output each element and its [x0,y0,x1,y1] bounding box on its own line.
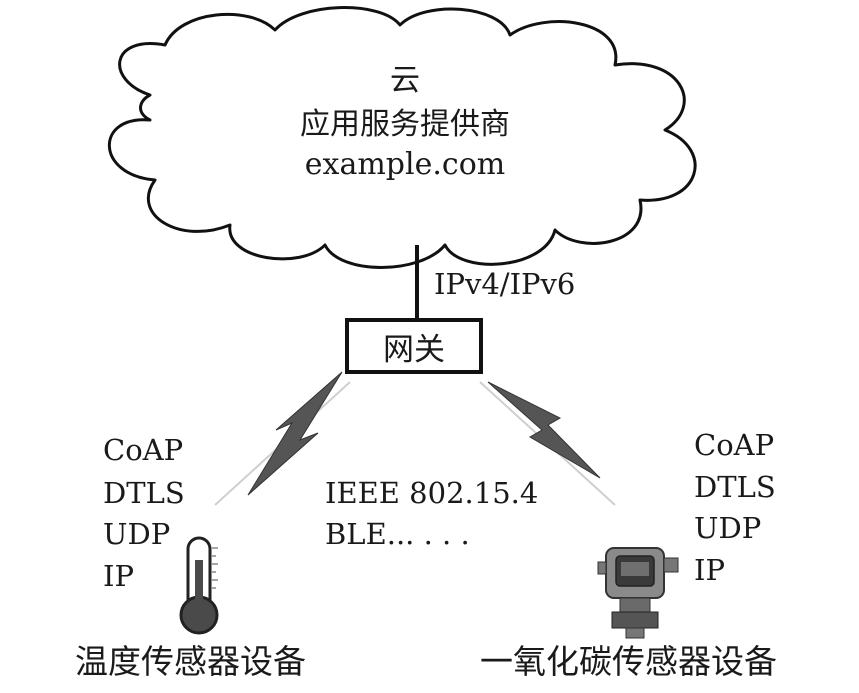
left-stack-ip: IP [103,559,134,593]
right-stack-dtls: DTLS [694,470,776,504]
left-stack-udp: UDP [103,517,171,551]
left-stack-coap: CoAP [103,433,184,467]
left-lightning-icon [247,371,343,496]
right-device-name: 一氧化碳传感器设备 [480,642,777,681]
gateway-box: 网关 [345,318,483,374]
cloud-shape [107,6,697,269]
right-stack-coap: CoAP [694,428,775,462]
uplink-label: IPv4/IPv6 [434,267,576,301]
gateway-label: 网关 [383,331,445,368]
wireless-ble-label: BLE... . . . [325,517,470,551]
cloud-title: 云 [390,63,420,98]
right-stack-ip: IP [694,553,725,587]
left-stack-dtls: DTLS [103,476,185,510]
right-stack-udp: UDP [694,511,762,545]
wireless-ieee-label: IEEE 802.15.4 [325,476,539,510]
co-sensor-icon [597,547,679,639]
cloud-domain-label: example.com [304,147,506,182]
thermometer-icon [179,536,219,635]
left-device-name: 温度传感器设备 [75,642,306,681]
right-lightning-icon [487,381,601,479]
cloud-provider-label: 应用服务提供商 [300,107,510,142]
